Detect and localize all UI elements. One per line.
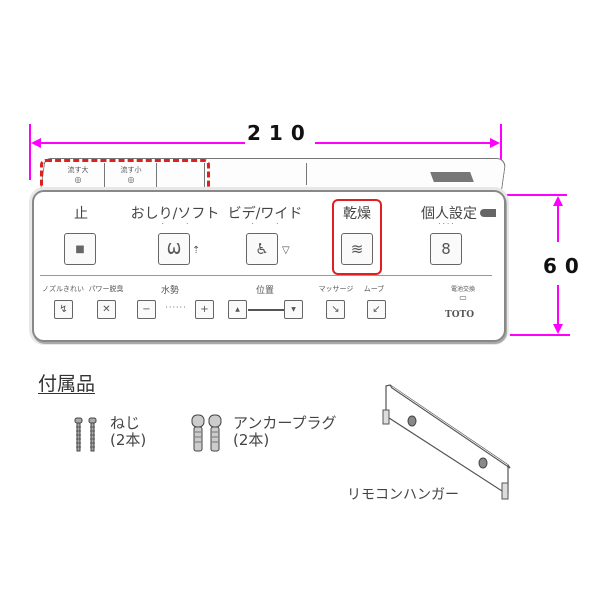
- power-deodorize-label: パワー脱臭: [88, 285, 124, 293]
- screw-qty: (2本): [110, 431, 147, 449]
- power-deodorize-button[interactable]: ✕: [97, 300, 116, 319]
- rear-wash-indicator-dots: · ·: [161, 220, 199, 228]
- anchor-plug-qty: (2本): [233, 431, 270, 449]
- position-track-line: [248, 309, 284, 311]
- nozzle-clean-icon: ↯: [59, 303, 68, 315]
- ir-sensor-window: [430, 172, 474, 182]
- flush-large-icon: ◎: [74, 175, 82, 184]
- position-label: 位置: [255, 286, 274, 296]
- triangle-down-icon: ▼: [291, 305, 296, 313]
- position-up-button[interactable]: ▲: [228, 300, 247, 319]
- height-dim-bottom-tick: [510, 334, 570, 336]
- massage-button[interactable]: ↘: [326, 300, 345, 319]
- water-pressure-label: 水勢: [160, 286, 179, 296]
- rear-wash-button[interactable]: Ѡ: [158, 233, 190, 265]
- rear-wash-label: おしり/ソフト: [130, 206, 220, 222]
- remote-hanger-icon: [380, 383, 520, 507]
- massage-label: マッサージ: [318, 285, 354, 293]
- water-pressure-plus-button[interactable]: +: [195, 300, 214, 319]
- remote-row-divider: [40, 275, 492, 276]
- battery-label: 電池交換: [450, 286, 475, 293]
- bidet-label: ビデ/ワイド: [227, 206, 303, 222]
- accessories-title: 付属品: [38, 373, 96, 395]
- dry-wave-icon: ≋: [350, 240, 364, 258]
- height-dim-arrow-down-icon: [553, 324, 563, 334]
- width-dim-arrow-right-icon: [490, 138, 500, 148]
- flush-small-icon: ◎: [127, 175, 135, 184]
- settings-indicator-dots: ····: [438, 220, 456, 228]
- plus-icon: +: [200, 303, 209, 315]
- top-display-panel: [208, 163, 307, 185]
- stop-square-icon: ■: [75, 243, 85, 255]
- toto-brand-logo: TOTO: [445, 310, 475, 320]
- screw-icon: [72, 417, 102, 459]
- personal-settings-label: 個人設定: [421, 206, 477, 222]
- massage-icon: ↘: [331, 303, 340, 315]
- flush-large-label: 流す大: [67, 166, 89, 174]
- flush-small-label: 流す小: [120, 166, 142, 174]
- stop-button[interactable]: ■: [64, 233, 96, 265]
- top-flush-large-button[interactable]: 流す大 ◎: [52, 163, 105, 187]
- water-pressure-minus-button[interactable]: −: [137, 300, 156, 319]
- nozzle-clean-label: ノズルきれい: [42, 285, 84, 293]
- rear-wash-spray-icon: ⇡: [192, 245, 201, 256]
- width-dim-arrow-left-icon: [31, 138, 41, 148]
- height-dim-top-tick: [505, 194, 567, 196]
- position-down-button[interactable]: ▼: [284, 300, 303, 319]
- person-icon: 8: [441, 240, 451, 258]
- triangle-up-icon: ▲: [235, 305, 240, 313]
- top-blank-button[interactable]: [158, 163, 205, 187]
- anchor-plug-name: アンカープラグ: [233, 414, 337, 432]
- height-dim-line-upper: [557, 200, 559, 242]
- remote-hanger-name: リモコンハンガー: [347, 487, 459, 503]
- move-icon: ↙: [372, 303, 381, 315]
- height-dim-arrow-up-icon: [553, 196, 563, 206]
- bidet-button[interactable]: ♿: [246, 233, 278, 265]
- nozzle-clean-button[interactable]: ↯: [54, 300, 73, 319]
- width-dimension-label: 210: [245, 121, 315, 145]
- rear-wash-icon: Ѡ: [166, 240, 181, 258]
- battery-icon: ▭: [459, 293, 467, 302]
- height-dim-line-lower: [557, 285, 559, 330]
- dry-label: 乾燥: [343, 206, 371, 222]
- height-dimension-label: 60: [543, 254, 587, 278]
- width-dim-right-tick: [500, 124, 502, 182]
- flush-buttons-highlight: [40, 159, 210, 193]
- screw-name: ねじ: [110, 414, 141, 432]
- bidet-spray-icon: ▽: [282, 245, 290, 256]
- stop-label: 止: [74, 206, 88, 222]
- settings-indicator: [480, 209, 496, 217]
- minus-icon: −: [142, 303, 151, 315]
- move-label: ムーブ: [363, 285, 385, 293]
- anchor-plug-icon: [190, 414, 224, 458]
- fan-icon: ✕: [102, 303, 111, 315]
- dry-button-highlight: [332, 199, 382, 275]
- dry-button[interactable]: ≋: [341, 233, 373, 265]
- water-pressure-level-dots: ······: [165, 303, 187, 312]
- bidet-indicator-dots: · ·: [251, 220, 289, 228]
- width-dim-left-tick: [29, 124, 31, 180]
- bidet-icon: ♿: [255, 240, 269, 258]
- top-flush-small-button[interactable]: 流す小 ◎: [106, 163, 157, 187]
- move-button[interactable]: ↙: [367, 300, 386, 319]
- personal-settings-button[interactable]: 8: [430, 233, 462, 265]
